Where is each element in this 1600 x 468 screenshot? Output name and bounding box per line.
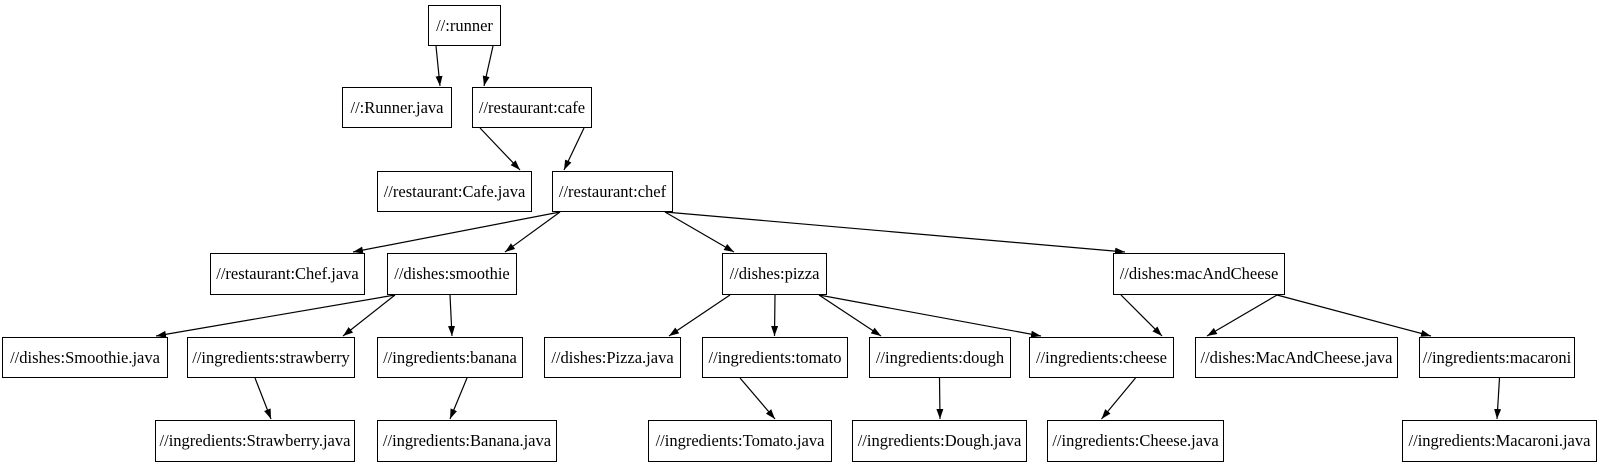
edge-pizza-to-tomato <box>771 294 779 337</box>
graph-node-label: //dishes:pizza <box>729 264 820 283</box>
edge-strawberry-to-strawberry_java <box>254 377 272 420</box>
graph-node-macandcheese_java: //dishes:MacAndCheese.java <box>1195 337 1398 378</box>
graph-node-pizza: //dishes:pizza <box>722 253 827 295</box>
edge-macandcheese-to-cheese <box>1120 294 1163 337</box>
graph-node-macaroni_java: //ingredients:Macaroni.java <box>1402 420 1597 462</box>
graph-node-dough_java: //ingredients:Dough.java <box>852 420 1027 462</box>
edge-smoothie-to-strawberry <box>342 294 396 337</box>
edge-dough-to-dough_java <box>936 377 944 420</box>
graph-node-label: //ingredients:tomato <box>708 347 842 367</box>
graph-node-label: //ingredients:cheese <box>1035 347 1168 367</box>
edge-chef-to-macandcheese <box>664 211 1126 255</box>
graph-node-label: //restaurant:chef <box>558 181 667 201</box>
graph-node-label: //ingredients:Macaroni.java <box>1408 431 1591 450</box>
edge-chef-to-chef_java <box>352 211 561 254</box>
graph-node-chef: //restaurant:chef <box>552 171 673 212</box>
edge-tomato-to-tomato_java <box>739 377 776 420</box>
graph-node-smoothie_java: //dishes:Smoothie.java <box>2 337 168 378</box>
edge-macandcheese-to-macaroni <box>1276 294 1432 337</box>
graph-node-macandcheese: //dishes:macAndCheese <box>1113 253 1285 295</box>
graph-node-label: //restaurant:Cafe.java <box>383 181 526 201</box>
graph-node-runner: //:runner <box>428 5 501 46</box>
graph-node-label: //ingredients:Cheese.java <box>1052 431 1219 450</box>
graph-node-label: //:Runner.java <box>350 97 444 117</box>
edge-macandcheese-to-macandcheese_java <box>1206 294 1278 337</box>
graph-node-label: //ingredients:Dough.java <box>857 431 1022 450</box>
graph-node-cheese_java: //ingredients:Cheese.java <box>1047 420 1224 462</box>
edge-smoothie-to-smoothie_java <box>155 294 396 338</box>
graph-node-label: //dishes:macAndCheese <box>1119 264 1279 283</box>
graph-node-cafe_java: //restaurant:Cafe.java <box>377 171 532 212</box>
graph-node-label: //ingredients:dough <box>875 347 1005 367</box>
graph-node-pizza_java: //dishes:Pizza.java <box>544 337 681 378</box>
graph-node-label: //ingredients:Strawberry.java <box>159 431 351 450</box>
graph-node-banana: //ingredients:banana <box>377 337 523 378</box>
edge-pizza-to-dough <box>818 294 882 337</box>
graph-node-label: //dishes:MacAndCheese.java <box>1200 347 1393 367</box>
edge-pizza-to-cheese <box>818 294 1042 338</box>
graph-node-label: //:runner <box>436 15 493 35</box>
graph-node-label: //dishes:smoothie <box>394 264 510 283</box>
graph-node-label: //ingredients:macaroni <box>1422 347 1572 367</box>
graph-node-smoothie: //dishes:smoothie <box>387 253 517 295</box>
edge-chef-to-pizza <box>664 211 735 253</box>
graph-node-strawberry_java: //ingredients:Strawberry.java <box>155 420 355 462</box>
edge-cafe-to-chef <box>563 127 585 171</box>
edge-banana-to-banana_java <box>449 377 468 420</box>
graph-node-tomato: //ingredients:tomato <box>702 337 848 378</box>
graph-node-label: //ingredients:Tomato.java <box>655 431 825 450</box>
graph-node-strawberry: //ingredients:strawberry <box>187 337 355 378</box>
edge-pizza-to-pizza_java <box>668 294 731 337</box>
graph-node-label: //ingredients:banana <box>383 347 517 367</box>
edge-cheese-to-cheese_java <box>1101 377 1136 420</box>
edge-smoothie-to-banana <box>448 294 456 337</box>
graph-node-macaroni: //ingredients:macaroni <box>1419 337 1575 378</box>
graph-node-label: //restaurant:cafe <box>478 97 586 117</box>
graph-node-banana_java: //ingredients:Banana.java <box>377 420 557 462</box>
edge-runner-to-runner_java <box>435 45 443 87</box>
graph-node-label: //dishes:Pizza.java <box>551 347 674 367</box>
edge-chef-to-smoothie <box>504 211 561 253</box>
edge-runner-to-cafe <box>482 45 494 87</box>
graph-node-label: //dishes:Smoothie.java <box>10 347 160 367</box>
edge-cafe-to-cafe_java <box>479 127 521 171</box>
graph-node-label: //ingredients:strawberry <box>192 347 350 367</box>
graph-node-label: //ingredients:Banana.java <box>382 431 552 450</box>
graph-node-runner_java: //:Runner.java <box>342 87 452 128</box>
edge-macaroni-to-macaroni_java <box>1494 377 1502 420</box>
graph-node-label: //restaurant:Chef.java <box>216 264 359 283</box>
graph-node-chef_java: //restaurant:Chef.java <box>210 253 365 295</box>
graph-node-cafe: //restaurant:cafe <box>472 87 592 128</box>
graph-node-cheese: //ingredients:cheese <box>1029 337 1174 378</box>
graph-node-tomato_java: //ingredients:Tomato.java <box>648 420 832 462</box>
graph-node-dough: //ingredients:dough <box>869 337 1011 378</box>
